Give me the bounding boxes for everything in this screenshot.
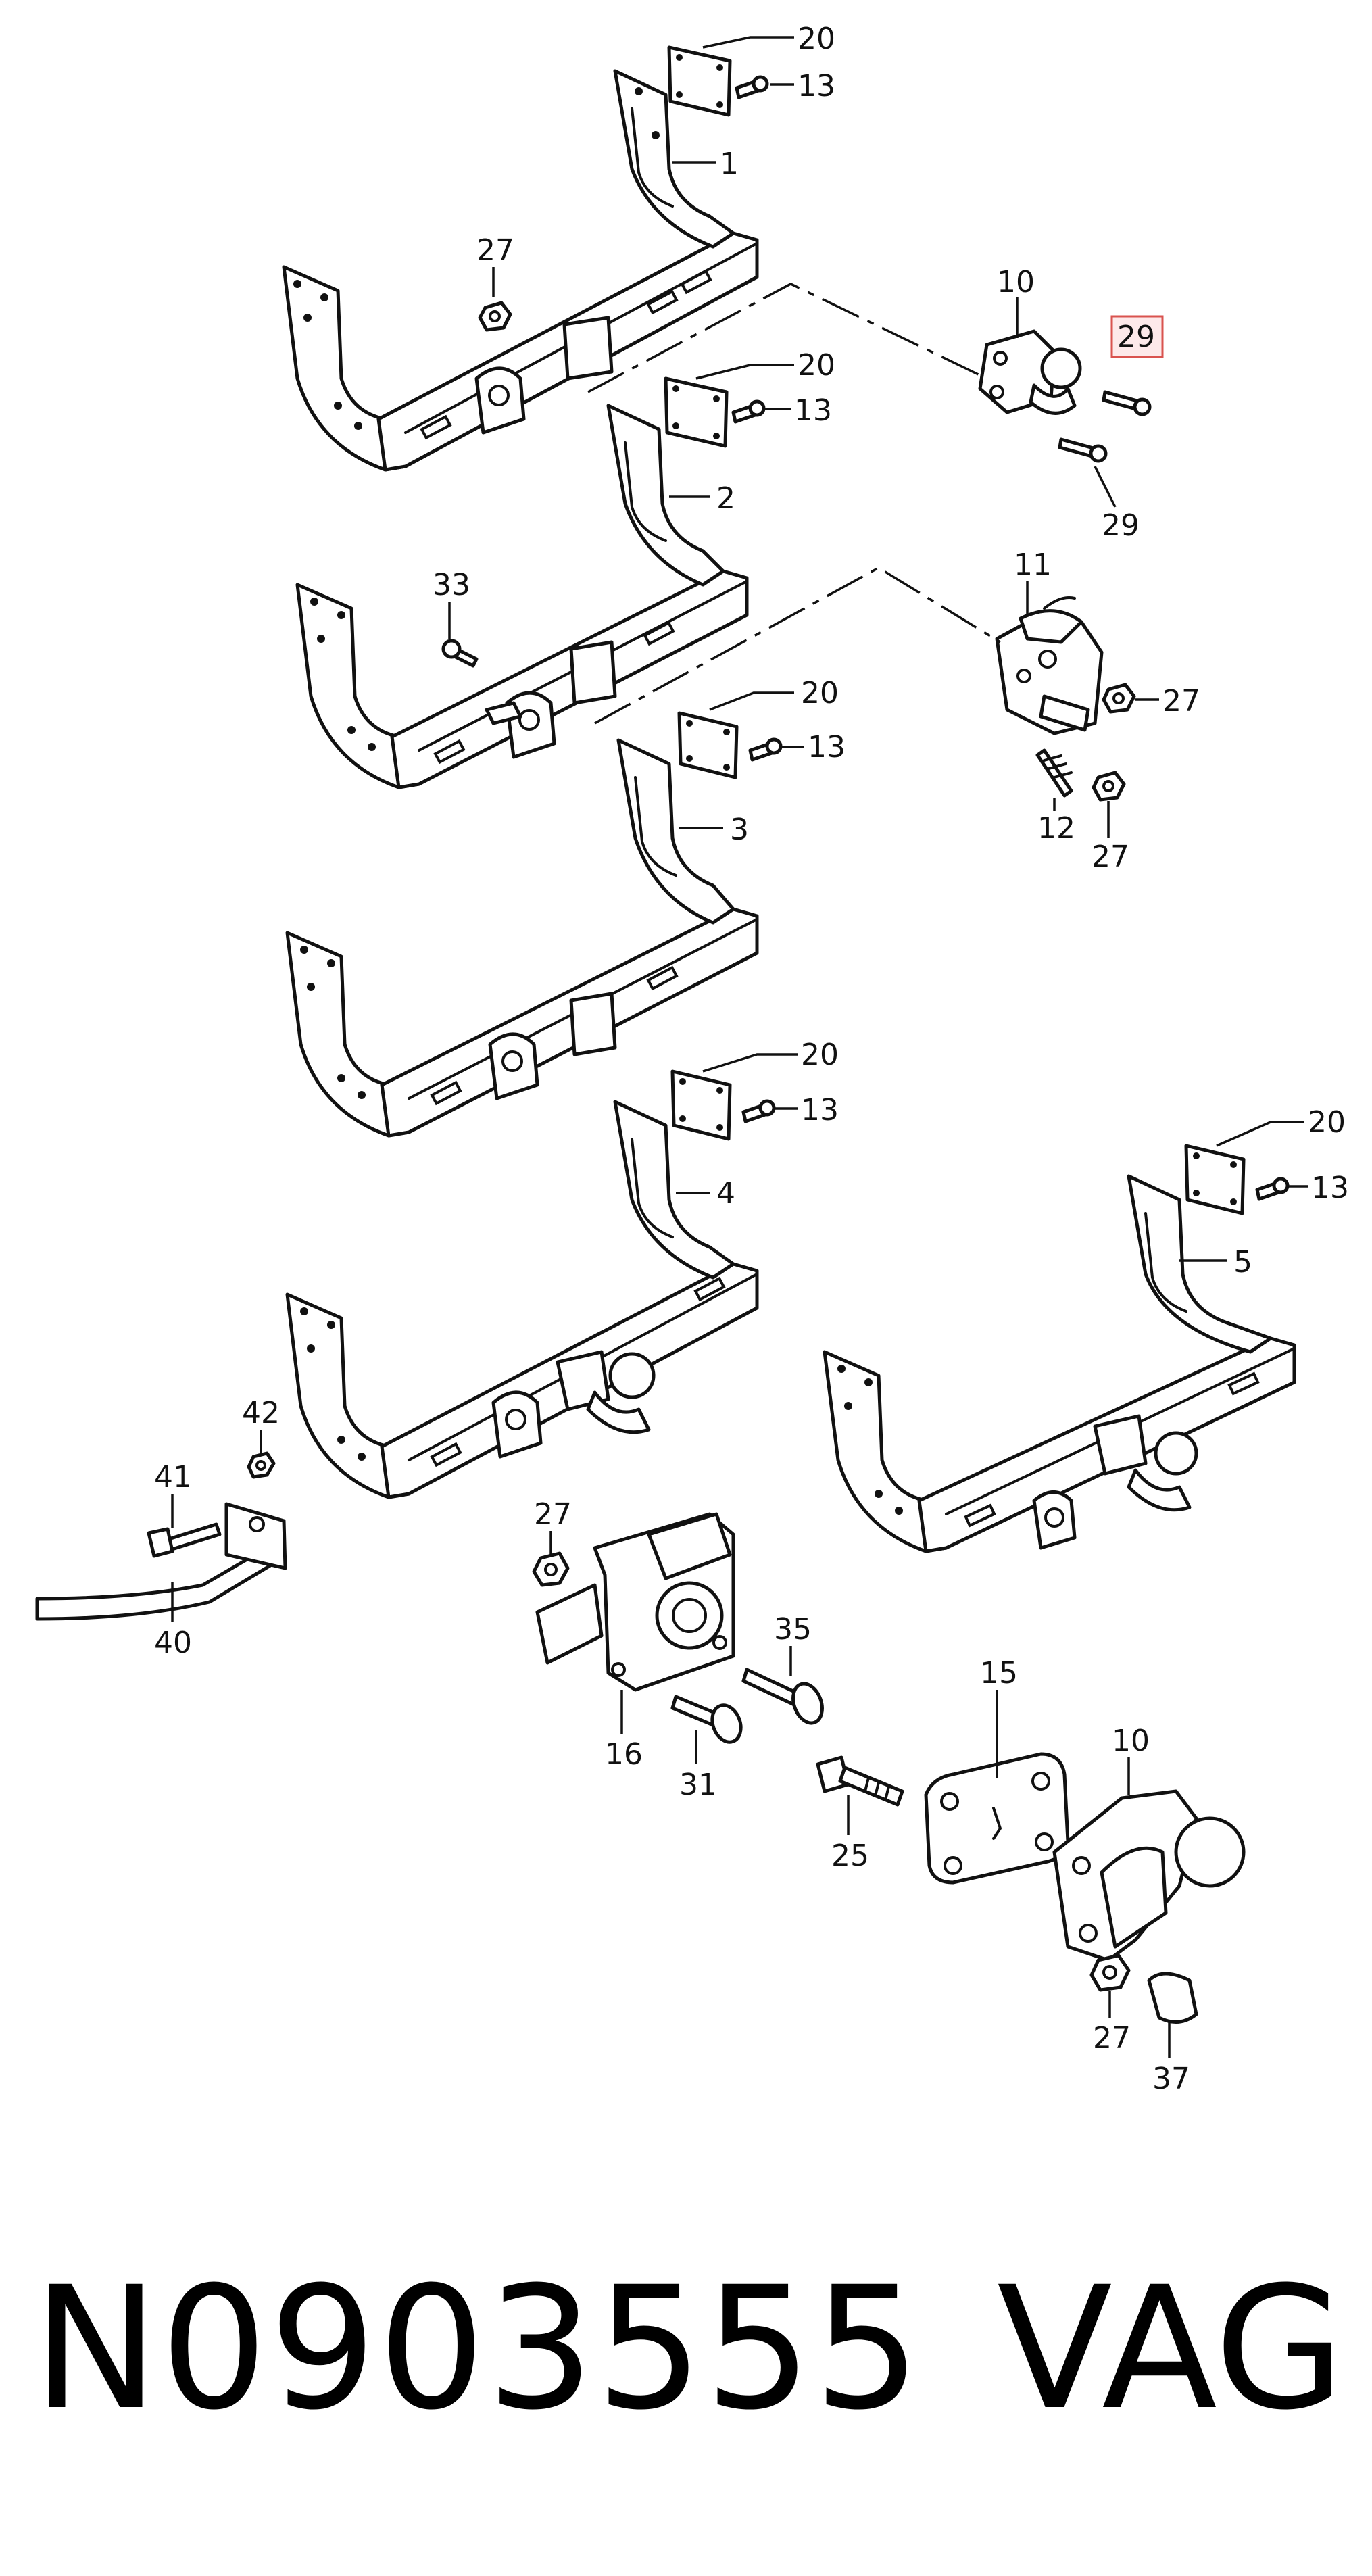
part-number: N0903555	[32, 2250, 923, 2447]
callout-20: 20	[801, 1038, 839, 1072]
callout-13: 13	[1311, 1171, 1349, 1205]
callout-16: 16	[605, 1737, 643, 1772]
leader-lines	[171, 36, 1308, 2058]
tow-bar-frame-5	[823, 1144, 1296, 1553]
callout-11: 11	[1014, 548, 1052, 582]
callout-42: 42	[242, 1396, 280, 1430]
callout-33: 33	[433, 568, 470, 602]
tow-bar-frame-4	[285, 1069, 776, 1499]
callout-13: 13	[808, 730, 846, 764]
callout-29-highlighted: 29	[1117, 320, 1155, 354]
callout-27: 27	[1092, 840, 1129, 874]
coupling-head-10-upper	[978, 329, 1152, 463]
callout-27: 27	[476, 233, 514, 268]
callout-31: 31	[679, 1768, 717, 1802]
brand-name: VAG	[997, 2250, 1346, 2447]
callout-27: 27	[534, 1497, 572, 1532]
callout-20: 20	[798, 22, 835, 56]
callout-35: 35	[774, 1612, 812, 1647]
assembly-line-2	[594, 566, 1001, 725]
callout-27: 27	[1093, 2021, 1131, 2056]
callout-15: 15	[980, 1656, 1018, 1691]
callout-1: 1	[720, 147, 739, 181]
assembly-line-1	[587, 283, 987, 393]
callout-4: 4	[716, 1176, 735, 1211]
callout-37: 37	[1152, 2062, 1190, 2096]
support-bracket-40	[35, 1451, 287, 1621]
callout-12: 12	[1037, 811, 1075, 846]
callout-2: 2	[716, 481, 735, 516]
callout-13: 13	[801, 1093, 839, 1127]
callout-29: 29	[1102, 508, 1140, 543]
tow-bar-frame-3	[285, 711, 783, 1138]
tow-bar-frame-1	[282, 45, 769, 472]
callout-13: 13	[794, 393, 832, 428]
callout-13: 13	[798, 69, 835, 103]
callout-41: 41	[154, 1460, 192, 1494]
callout-20: 20	[798, 348, 835, 383]
callout-25: 25	[831, 1839, 869, 1873]
callout-10: 10	[997, 265, 1035, 299]
callout-10: 10	[1112, 1724, 1150, 1758]
callout-40: 40	[154, 1626, 192, 1660]
highlight-box	[1110, 315, 1164, 358]
callout-labels: 20 13 1 27 10 29 29 20 13 2 33 11 27 12 …	[154, 22, 1349, 2096]
plate-15-and-ball-10	[816, 1752, 1246, 2024]
callout-5: 5	[1233, 1245, 1252, 1280]
coupling-16	[532, 1512, 824, 1744]
callout-20: 20	[801, 676, 839, 710]
callout-20: 20	[1308, 1105, 1346, 1140]
coupling-11	[995, 596, 1136, 802]
callout-27: 27	[1162, 684, 1200, 719]
callout-3: 3	[730, 812, 749, 847]
